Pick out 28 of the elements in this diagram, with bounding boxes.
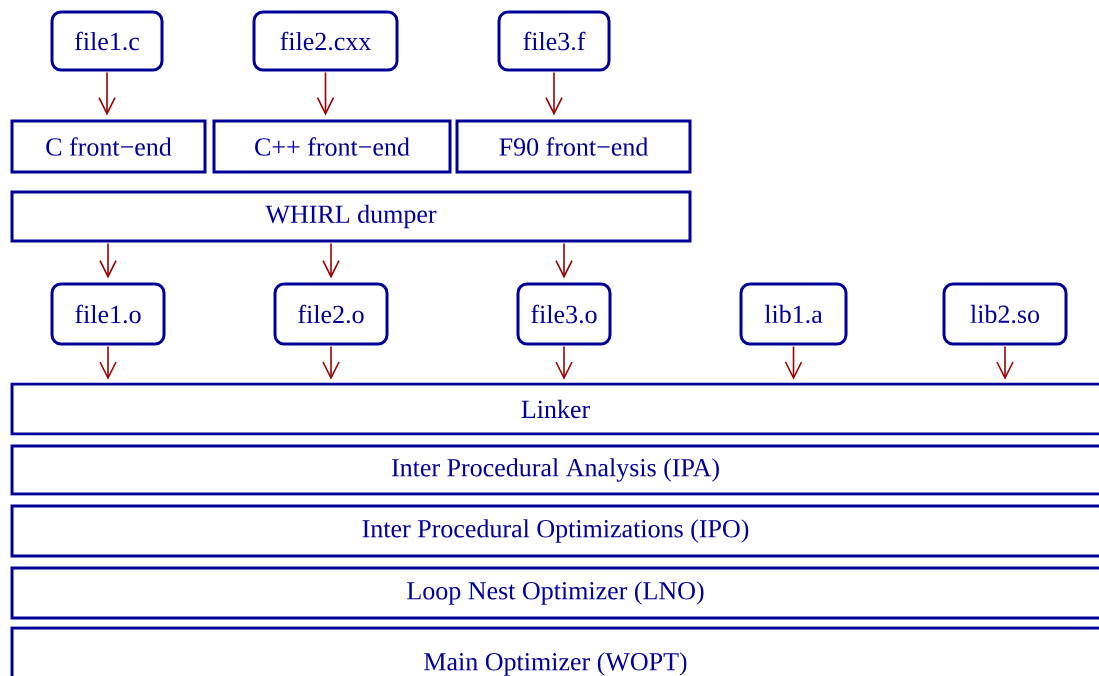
file-box: file2.cxx	[252, 10, 399, 72]
arrow	[98, 71, 116, 116]
file-box: file1.o	[50, 282, 166, 346]
file-box: file2.o	[273, 282, 389, 346]
arrow	[555, 242, 573, 279]
arrow	[555, 345, 573, 380]
stage-box: C++ front−end	[212, 119, 452, 174]
stage-band: Inter Procedural Analysis (IPA)	[10, 444, 1099, 496]
arrow	[996, 345, 1014, 380]
file-box: file3.o	[516, 282, 612, 346]
stage-band: Main Optimizer (WOPT)	[10, 626, 1099, 676]
stage-band: Loop Nest Optimizer (LNO)	[10, 566, 1099, 620]
arrow	[784, 345, 803, 380]
arrow	[99, 242, 117, 279]
stage-box: C front−end	[10, 119, 207, 174]
stage-band: Linker	[10, 382, 1099, 436]
stage-box: F90 front−end	[455, 119, 692, 174]
arrow	[322, 242, 340, 279]
file-box: lib2.so	[942, 282, 1068, 346]
arrow	[545, 71, 563, 116]
file-box: file1.c	[50, 10, 164, 72]
arrow	[322, 345, 340, 380]
stage-band: Inter Procedural Optimizations (IPO)	[10, 504, 1099, 558]
file-box: lib1.a	[739, 282, 848, 346]
stage-box: WHIRL dumper	[10, 190, 692, 243]
file-box: file3.f	[497, 10, 611, 72]
arrow	[316, 71, 335, 116]
arrow	[99, 345, 117, 380]
